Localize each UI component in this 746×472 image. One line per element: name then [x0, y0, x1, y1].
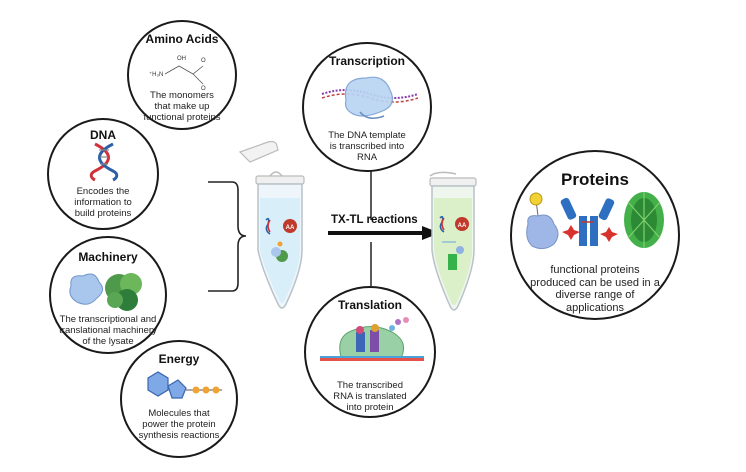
machinery-node: Machinery The transcriptional and transl… — [49, 236, 167, 354]
lysate-tube-before: AA — [238, 140, 305, 309]
proteins-node: Proteins functional proteins produced ca… — [510, 150, 680, 320]
amino-acids-node: Amino Acids ⁺H₃N OH O O The monomers tha… — [127, 20, 237, 130]
translation-description: The transcribed RNA is translated into p… — [333, 380, 407, 413]
machinery-title: Machinery — [78, 250, 138, 264]
dna-title: DNA — [90, 128, 116, 142]
translation-node: Translation The transcribed RNA is trans… — [304, 286, 436, 418]
hydroxyl-label: OH — [177, 56, 186, 62]
transcription-node: Transcription The DNA template is transc… — [302, 42, 432, 172]
dna-helix-icon — [89, 142, 119, 182]
dna-node: DNA Encodes the information to build pro… — [47, 118, 159, 230]
atp-molecule-icon — [147, 371, 222, 399]
lysate-tube-after: AA — [429, 171, 477, 311]
energy-title: Energy — [158, 352, 200, 366]
tube-badge-right: AA — [458, 223, 467, 229]
amino-acids-description: The monomers that make up functional pro… — [143, 90, 221, 123]
dna-description: Encodes the information to build protein… — [74, 186, 132, 219]
energy-node: Energy Molecules that power the protein … — [120, 340, 238, 458]
transcription-title: Transcription — [328, 54, 405, 68]
protein-products-icon — [526, 192, 664, 250]
rna-polymerase-icon — [321, 76, 419, 119]
machinery-description: The transcriptional and translational ma… — [59, 314, 157, 347]
proteins-title: Proteins — [560, 170, 630, 189]
amino-acids-title: Amino Acids — [145, 32, 219, 46]
transcription-description: The DNA template is transcribed into RNA — [328, 130, 406, 163]
oxygen-label-bottom: O — [201, 86, 206, 92]
input-bracket — [208, 181, 247, 292]
translation-title: Translation — [337, 298, 402, 312]
energy-description: Molecules that power the protein synthes… — [138, 408, 220, 441]
ribosome-translation-icon — [320, 317, 424, 361]
tx-tl-label: TX-TL reactions — [331, 214, 418, 226]
tx-tl-arrow-head — [422, 226, 440, 240]
proteins-description: functional proteins produced can be used… — [530, 264, 660, 314]
ribosome-polymerase-icon — [69, 273, 142, 311]
oxygen-label-top: O — [201, 58, 206, 64]
amino-acid-molecule-icon: ⁺H₃N OH O O — [149, 56, 206, 92]
tube-badge-left: AA — [286, 225, 295, 231]
amine-label: ⁺H₃N — [149, 71, 163, 78]
